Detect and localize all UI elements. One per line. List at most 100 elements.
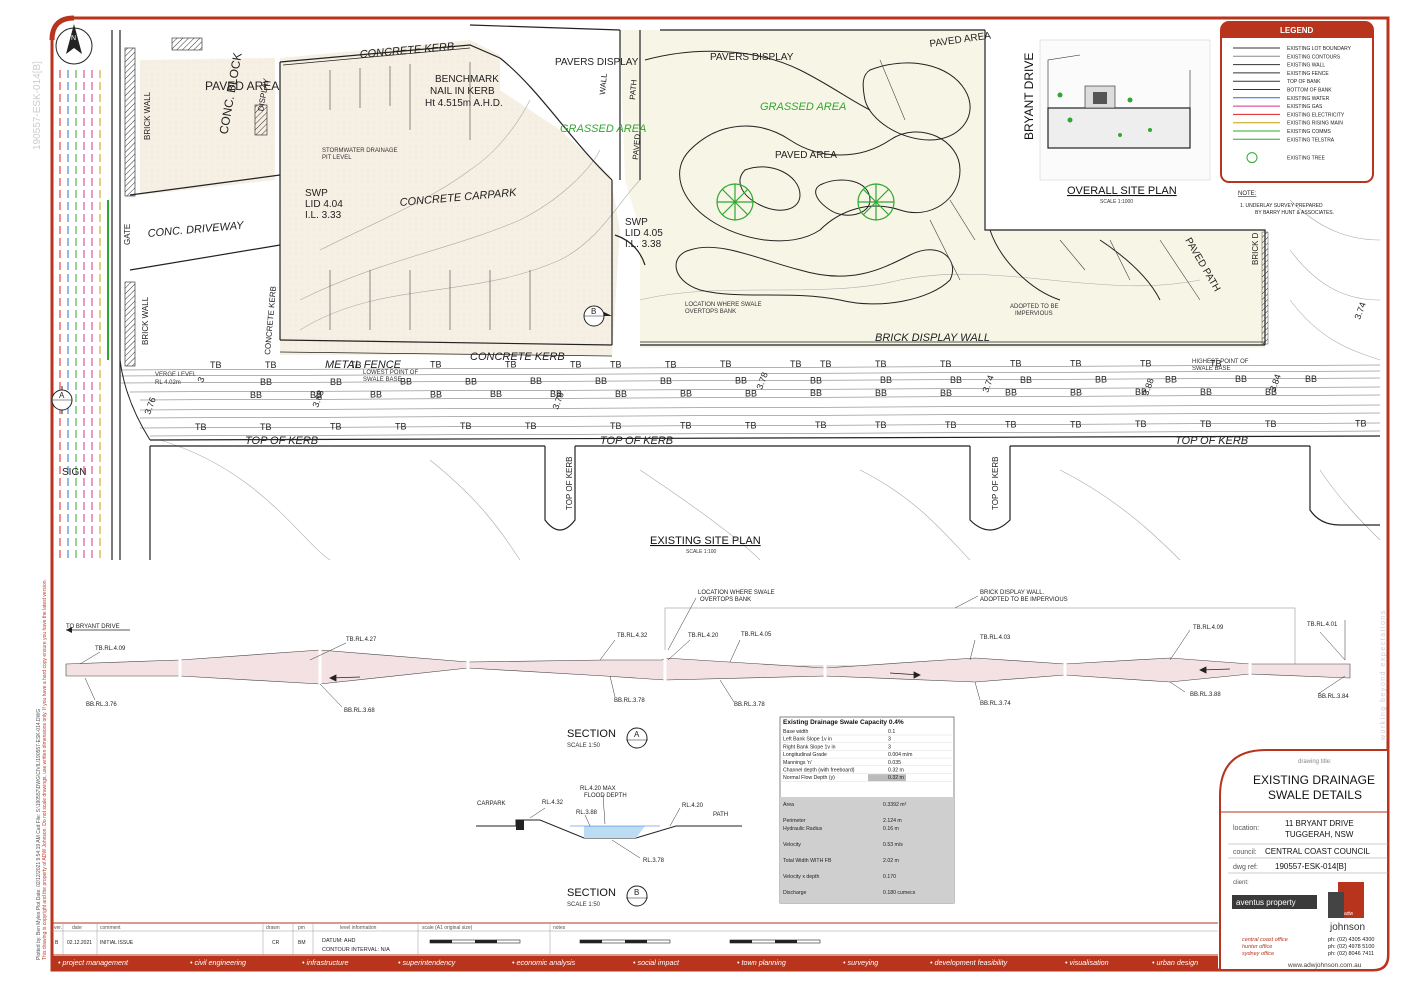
service-item: • social impact [633,958,680,967]
bb-label: BB [875,388,887,398]
svg-text:ph: (02) 8046 7411: ph: (02) 8046 7411 [1328,951,1374,957]
label-paved-area-block: PAVED AREA [205,79,279,93]
svg-text:ph: (02) 4305 4300: ph: (02) 4305 4300 [1328,937,1374,943]
svg-text:3: 3 [888,737,891,743]
tb-label: TB [875,359,887,369]
tb-label: TB [1200,419,1212,429]
long-section: TO BRYANT DRIVE LOCATION WHERE SWALE OVE… [65,590,1351,714]
svg-text:Hydraulic Radius: Hydraulic Radius [783,826,823,832]
bb-label: BB [1135,387,1147,397]
label-paved-area: PAVED AREA [775,150,837,161]
svg-text:EXISTING RISING MAIN: EXISTING RISING MAIN [1287,121,1343,127]
svg-text:DATUM: AHD: DATUM: AHD [322,938,356,944]
label-location-overtop-2: OVERTOPS BANK [685,309,736,315]
bb-level-label: BB.RL.3.74 [980,701,1011,707]
drawing-title-2: SWALE DETAILS [1268,788,1362,802]
label-brick-wall-2: BRICK WALL [141,296,150,345]
bb-label: BB [810,375,822,385]
council-value: CENTRAL COAST COUNCIL [1265,847,1370,856]
svg-text:EXISTING CONTOURS: EXISTING CONTOURS [1287,54,1341,60]
svg-text:EXISTING TELSTRA: EXISTING TELSTRA [1287,137,1335,143]
svg-text:2.124 m: 2.124 m [883,818,902,824]
bb-label: BB [490,389,502,399]
legend-item: EXISTING COMMS [1233,129,1332,135]
tb-label: TB [1210,358,1222,368]
legend-item: EXISTING ELECTRICITY [1233,112,1345,118]
tagline: working beyond expectations [1380,609,1387,741]
label-paved: PAVED [631,133,642,160]
label-wall: WALL [598,72,609,95]
svg-text:0.32 m: 0.32 m [888,775,904,781]
bb-label: BB [1265,387,1277,397]
service-item: • development feasibility [930,958,1008,967]
bb-label: BB [1095,375,1107,385]
svg-text:SCALE 1:50: SCALE 1:50 [567,902,601,908]
svg-text:A: A [59,391,65,400]
tb-label: TB [875,420,887,430]
tb-label: TB [395,421,407,431]
tb-level-label: TB.RL.4.05 [741,632,772,638]
side-drawing-number: 190557-ESK-014[B] [32,61,43,150]
bb-label: BB [680,389,692,399]
svg-text:PATH: PATH [713,812,728,818]
bb-label: BB [660,376,672,386]
svg-text:0.1: 0.1 [888,729,895,735]
tb-label: TB [1070,359,1082,369]
svg-text:central coast office: central coast office [1242,937,1288,943]
bb-label: BB [595,376,607,386]
bb-label: BB [430,389,442,399]
display-area [620,30,1265,348]
svg-text:SCALE 1:50: SCALE 1:50 [567,743,601,749]
dwg-ref-value: 190557-ESK-014[B] [1275,862,1346,871]
tb-level-label: TB.RL.4.09 [1193,625,1224,631]
bb-level-label: BB.RL.3.78 [734,702,765,708]
overall-site-plan: BRYANT DRIVE OVERALL SITE PLAN SCALE 1:1… [1022,39,1211,205]
section-brick: BRICK DISPLAY WALL. [980,590,1045,596]
label-brick-display-wall: BRICK DISPLAY WALL [875,332,990,344]
tb-label: TB [505,360,517,370]
svg-text:A: A [634,730,640,739]
drawing-title-label: drawing title: [1298,759,1332,765]
label-top-of-kerb-4: TOP OF KERB [565,457,574,511]
bb-label: BB [550,389,562,399]
svg-text:scale (A1 original size): scale (A1 original size) [422,925,473,931]
label-gate: GATE [123,224,132,245]
bb-label: BB [465,376,477,386]
brick-display-wall-edge [1261,231,1269,345]
svg-text:hunter office: hunter office [1242,944,1272,950]
website: www.adwjohnson.com.au [1287,962,1362,969]
label-pavers-display-1: PAVERS DISPLAY [555,57,639,68]
legend-note-1: 1. UNDERLAY SURVEY PREPARED [1240,203,1323,209]
overall-road-label: BRYANT DRIVE [1022,53,1036,140]
svg-text:2.02 m: 2.02 m [883,858,899,864]
location-line-2: TUGGERAH, NSW [1285,830,1354,839]
service-item: • town planning [737,958,786,967]
svg-text:pm: pm [298,925,305,931]
bb-label: BB [1165,374,1177,384]
svg-text:CARPARK: CARPARK [477,801,506,807]
tb-label: TB [1135,419,1147,429]
service-item: • civil engineering [190,958,246,967]
label-highest-2: SWALE BASE [1192,366,1230,372]
client-label: client: [1233,880,1249,886]
svg-text:adw: adw [1344,911,1354,917]
svg-text:0.035: 0.035 [888,760,901,766]
svg-text:date: date [72,925,82,931]
existing-site-plan: CONCRETE KERB PAVED AREA CONC. BLOCK DIS… [51,24,1381,561]
tb-label: TB [815,420,827,430]
bb-label: BB [940,388,952,398]
label-grassed-area-2: GRASSED AREA [760,101,846,113]
tb-level-label: TB.RL.4.09 [95,646,126,652]
bb-level-label: BB.RL.3.84 [1318,694,1349,700]
label-swp2: SWP [625,217,648,228]
svg-text:Left Bank Slope 1v in: Left Bank Slope 1v in [783,737,832,743]
swale-profile [65,649,1351,685]
capacity-row: Channel depth (with freeboard)0.32 m [780,768,954,774]
service-item: • visualisation [1065,958,1109,967]
capacity-title: Existing Drainage Swale Capacity 0.4% [783,719,904,726]
